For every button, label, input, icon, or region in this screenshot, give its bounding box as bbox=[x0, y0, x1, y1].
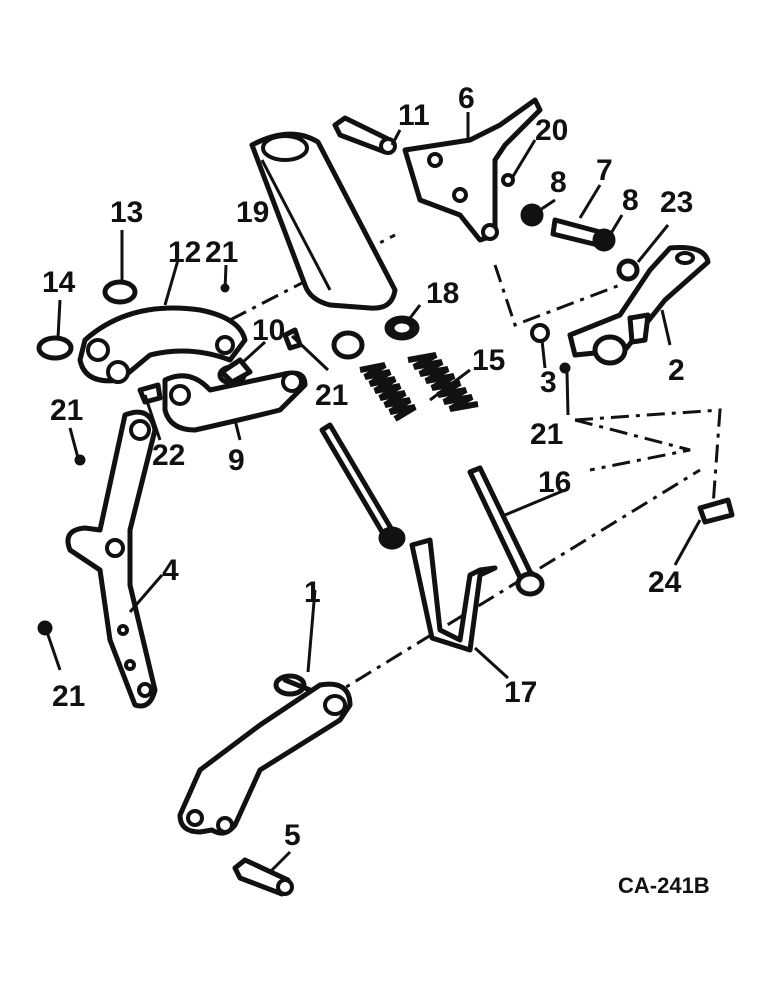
leader-lines bbox=[45, 112, 702, 874]
callout-8-left: 8 bbox=[550, 166, 567, 199]
part-5-pin bbox=[232, 857, 294, 897]
callout-2: 2 bbox=[668, 354, 685, 387]
part-1-fork-arm bbox=[177, 673, 353, 836]
part-6-mounting-plate bbox=[402, 97, 543, 243]
part-12-curved-arm bbox=[36, 279, 248, 384]
callout-5: 5 bbox=[284, 819, 301, 852]
callout-4: 4 bbox=[162, 554, 179, 587]
part-3-washer bbox=[530, 323, 550, 343]
callout-14: 14 bbox=[42, 266, 76, 299]
callout-22: 22 bbox=[152, 439, 185, 472]
callout-9: 9 bbox=[228, 444, 245, 477]
callout-1: 1 bbox=[304, 576, 321, 609]
callout-3: 3 bbox=[540, 366, 557, 399]
callout-21-e: 21 bbox=[52, 680, 85, 713]
callout-7: 7 bbox=[596, 154, 613, 187]
callout-18: 18 bbox=[426, 277, 459, 310]
callout-21-b: 21 bbox=[315, 379, 348, 412]
callout-8-right: 8 bbox=[622, 184, 639, 217]
small-clips bbox=[37, 258, 735, 636]
part-11-pin bbox=[332, 115, 397, 155]
callout-16: 16 bbox=[538, 466, 571, 499]
callout-21-d: 21 bbox=[50, 394, 83, 427]
part-4-long-lever bbox=[65, 409, 158, 709]
callout-labels: 1 2 3 4 5 6 7 8 8 9 10 11 12 13 14 15 16… bbox=[42, 82, 693, 852]
small-hardware bbox=[501, 173, 616, 252]
callout-21-a: 21 bbox=[205, 236, 238, 269]
callout-15: 15 bbox=[472, 344, 505, 377]
callout-6: 6 bbox=[458, 82, 475, 115]
part-2-rocker-lever bbox=[567, 245, 711, 366]
part-16-rods bbox=[319, 422, 545, 597]
callout-19: 19 bbox=[236, 196, 269, 229]
callout-23: 23 bbox=[660, 186, 693, 219]
callout-11: 11 bbox=[398, 99, 430, 132]
part-14-bushing bbox=[36, 335, 74, 361]
callout-20: 20 bbox=[535, 114, 568, 147]
callout-21-c: 21 bbox=[530, 418, 563, 451]
callout-24: 24 bbox=[648, 566, 682, 599]
callout-17: 17 bbox=[504, 676, 537, 709]
callout-12: 12 bbox=[168, 236, 201, 269]
drawing-code: CA-241B bbox=[618, 873, 710, 898]
callout-10: 10 bbox=[252, 314, 285, 347]
part-13-bushing bbox=[102, 279, 138, 305]
part-17-u-link bbox=[409, 537, 498, 653]
callout-13: 13 bbox=[110, 196, 143, 229]
part-19-upright-bracket bbox=[249, 131, 398, 311]
